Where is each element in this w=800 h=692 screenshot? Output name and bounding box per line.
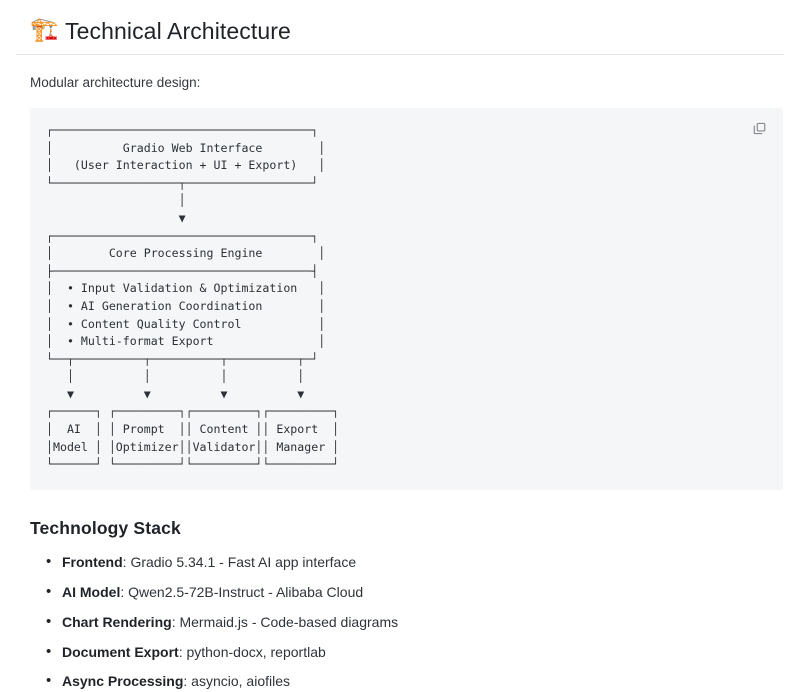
list-item-separator: : [122,553,131,570]
copy-icon[interactable] [749,119,769,139]
intro-text: Modular architecture design: [30,75,201,91]
page-header: 🏗️ Technical Architecture [16,14,784,56]
list-item-label: Async Processing [62,673,184,690]
page-title: Technical Architecture [65,18,291,44]
list-item-label: Frontend [62,553,123,570]
list-item-value: python-docx, reportlab [186,643,326,660]
list-item-label: Chart Rendering [62,613,172,630]
list-item-value: Mermaid.js - Code-based diagrams [179,613,399,630]
list-item-separator: : [178,643,187,660]
technology-stack-list: Frontend: Gradio 5.34.1 - Fast AI app in… [16,552,784,692]
ascii-architecture-diagram: ┌─────────────────────────────────────┐ … [46,122,340,472]
list-item-separator: : [120,583,129,600]
list-item: Chart Rendering: Mermaid.js - Code-based… [46,612,784,632]
building-construction-icon: 🏗️ [30,16,59,43]
list-item-label: AI Model [62,583,121,600]
ascii-diagram-block: ┌─────────────────────────────────────┐ … [30,107,783,490]
list-item-value: asyncio, aiofiles [191,673,290,690]
list-item: AI Model: Qwen2.5-72B-Instruct - Alibaba… [46,582,784,602]
list-item: Document Export: python-docx, reportlab [46,642,784,662]
list-item-separator: : [171,613,180,630]
list-item: Frontend: Gradio 5.34.1 - Fast AI app in… [46,552,784,572]
list-item-value: Qwen2.5-72B-Instruct - Alibaba Cloud [128,583,364,600]
list-item-label: Document Export [62,643,179,660]
list-item-value: Gradio 5.34.1 - Fast AI app interface [130,553,357,570]
technology-stack-heading: Technology Stack [30,517,181,538]
list-item-separator: : [183,673,192,690]
